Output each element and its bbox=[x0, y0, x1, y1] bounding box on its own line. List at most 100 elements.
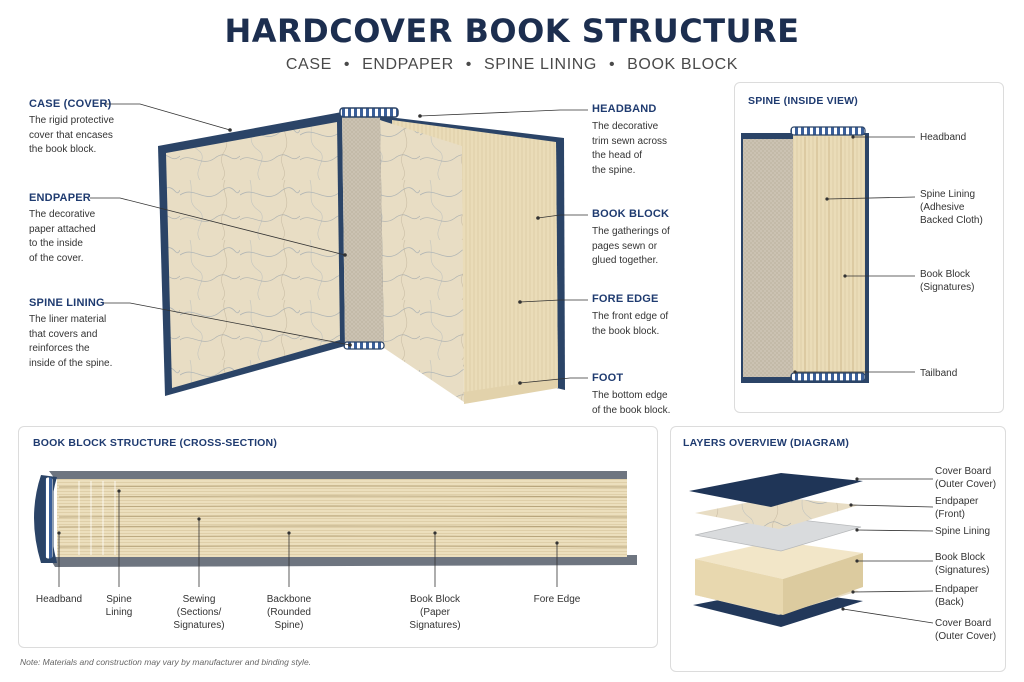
desc-line: inside of the spine. bbox=[29, 357, 113, 369]
label-line: (Sections/ bbox=[176, 607, 222, 618]
spine-label-spine-lining: Spine Lining (Adhesive Backed Cloth) bbox=[920, 188, 983, 227]
label-line: Book Block bbox=[920, 269, 971, 280]
layer-label-endpaper-front: Endpaper (Front) bbox=[935, 495, 978, 521]
desc-line: The bottom edge bbox=[592, 390, 668, 401]
cross-label-sewing: Sewing (Sections/ Signatures) bbox=[159, 593, 239, 632]
layer-book-block-front bbox=[783, 553, 863, 615]
callout-spine-lining-label: SPINE LINING bbox=[29, 297, 105, 309]
desc-line: of the cover. bbox=[29, 252, 84, 264]
label-line: Backbone bbox=[266, 594, 312, 605]
label-line: (Rounded bbox=[267, 607, 311, 618]
label-line: Headband bbox=[35, 594, 83, 605]
layer-label-cover-board-front: Cover Board (Outer Cover) bbox=[935, 465, 996, 491]
desc-line: The liner material bbox=[29, 314, 107, 325]
leader-foot bbox=[519, 377, 588, 384]
desc-line: cover that encases bbox=[29, 129, 113, 141]
desc-line: paper attached bbox=[29, 223, 96, 235]
desc-line: the spine. bbox=[592, 164, 636, 176]
callout-book-block-desc: The gatherings of pages sewn or glued to… bbox=[592, 225, 670, 269]
separator-dot: • bbox=[608, 56, 616, 73]
label-line: (Outer Cover) bbox=[935, 631, 997, 642]
cross-section-illustration bbox=[34, 471, 637, 587]
desc-line: pages sewn or bbox=[592, 240, 658, 252]
label-line: Spine) bbox=[274, 620, 304, 631]
cross-label-spine-lining: Spine Lining bbox=[91, 593, 147, 619]
desc-line: The gatherings of bbox=[592, 226, 670, 237]
layer-book-block-top bbox=[695, 541, 863, 579]
desc-line: glued together. bbox=[592, 255, 659, 266]
layer-label-endpaper-back: Endpaper (Back) bbox=[935, 583, 978, 609]
callout-headband-label: HEADBAND bbox=[592, 103, 657, 115]
spine-label-book-block: Book Block (Signatures) bbox=[920, 268, 974, 294]
layers-illustration bbox=[689, 473, 934, 627]
callout-foot-desc: The bottom edge of the book block. bbox=[592, 389, 670, 418]
left-endpaper bbox=[166, 122, 340, 388]
label-line: (Signatures) bbox=[935, 565, 990, 576]
tailband bbox=[343, 341, 385, 350]
callout-headband-desc: The decorative trim sewn across the head… bbox=[592, 120, 667, 178]
callout-spine-lining-desc: The liner material that covers and reinf… bbox=[29, 313, 112, 371]
label-line: Endpaper bbox=[935, 496, 979, 507]
cross-section-panel: BOOK BLOCK STRUCTURE (CROSS-SECTION) Hea… bbox=[18, 426, 658, 648]
callout-endpaper-desc: The decorative paper attached to the ins… bbox=[29, 208, 96, 266]
label-line: Book Block bbox=[409, 594, 461, 605]
label-line: (Signatures) bbox=[920, 282, 975, 293]
layer-endpaper-front bbox=[695, 497, 859, 529]
layer-label-book-block: Book Block (Signatures) bbox=[935, 551, 989, 577]
desc-line: reinforces the bbox=[29, 343, 90, 354]
callout-book-block-label: BOOK BLOCK bbox=[592, 208, 670, 220]
cross-label-backbone: Backbone (Rounded Spine) bbox=[249, 593, 329, 632]
layer-label-cover-board-back: Cover Board (Outer Cover) bbox=[935, 617, 996, 643]
spine-lining-cloth bbox=[342, 114, 384, 348]
callout-case-desc: The rigid protective cover that encases … bbox=[29, 114, 114, 158]
label-line: Backed Cloth) bbox=[920, 215, 983, 226]
headband bbox=[339, 107, 399, 118]
label-line: Tailband bbox=[920, 368, 958, 379]
leader-case bbox=[104, 103, 231, 131]
desc-line: The decorative bbox=[29, 209, 96, 220]
desc-line: that covers and bbox=[29, 328, 98, 340]
desc-line: The rigid protective bbox=[29, 115, 115, 126]
leader-endpaper bbox=[90, 197, 346, 256]
layer-book-block-side bbox=[695, 559, 783, 615]
label-line: (Back) bbox=[935, 597, 964, 608]
desc-line: the head of bbox=[592, 150, 643, 161]
desc-line: to the inside bbox=[29, 238, 83, 249]
layers-overview-panel: LAYERS OVERVIEW (DIAGRAM) Cover Board (O… bbox=[670, 426, 1006, 672]
separator-dot: • bbox=[343, 56, 351, 73]
callout-endpaper-label: ENDPAPER bbox=[29, 192, 91, 204]
label-line: Signatures) bbox=[173, 620, 225, 631]
desc-line: the book block. bbox=[29, 144, 97, 155]
leader-book-block bbox=[537, 214, 588, 219]
label-line: Signatures) bbox=[409, 620, 461, 631]
leader-headband bbox=[419, 109, 588, 117]
label-line: Cover Board bbox=[935, 466, 992, 477]
leader-fore-edge bbox=[519, 299, 588, 303]
label-line: Fore Edge bbox=[533, 594, 581, 605]
leader-spine-lining bbox=[102, 302, 351, 346]
subtitle: CASE•ENDPAPER•SPINE LINING•BOOK BLOCK bbox=[0, 56, 1024, 74]
subtitle-spine-lining: SPINE LINING bbox=[483, 56, 597, 73]
label-line: Lining bbox=[105, 607, 133, 618]
label-line: Spine bbox=[106, 594, 132, 605]
callout-fore-edge-desc: The front edge of the book block. bbox=[592, 310, 668, 339]
label-line: (Paper bbox=[419, 607, 450, 618]
spine-label-tailband: Tailband bbox=[920, 367, 957, 380]
label-line: Spine Lining bbox=[920, 189, 976, 200]
callout-fore-edge-label: FORE EDGE bbox=[592, 293, 659, 305]
label-line: (Front) bbox=[935, 509, 965, 520]
subtitle-endpaper: ENDPAPER bbox=[362, 56, 454, 73]
label-line: Headband bbox=[920, 132, 967, 143]
label-line: Sewing bbox=[182, 594, 216, 605]
separator-dot: • bbox=[465, 56, 472, 73]
desc-line: trim sewn across bbox=[592, 135, 668, 147]
desc-line: The decorative bbox=[592, 121, 659, 132]
cross-panel-title: BOOK BLOCK STRUCTURE (CROSS-SECTION) bbox=[33, 437, 278, 449]
label-line: (Outer Cover) bbox=[935, 479, 997, 490]
footnote: Note: Materials and construction may var… bbox=[20, 657, 312, 667]
spine-inside-illustration bbox=[741, 126, 916, 383]
desc-line: the book block. bbox=[592, 325, 660, 337]
desc-line: of the book block. bbox=[592, 404, 671, 416]
callout-case-label: CASE (COVER) bbox=[29, 98, 112, 110]
